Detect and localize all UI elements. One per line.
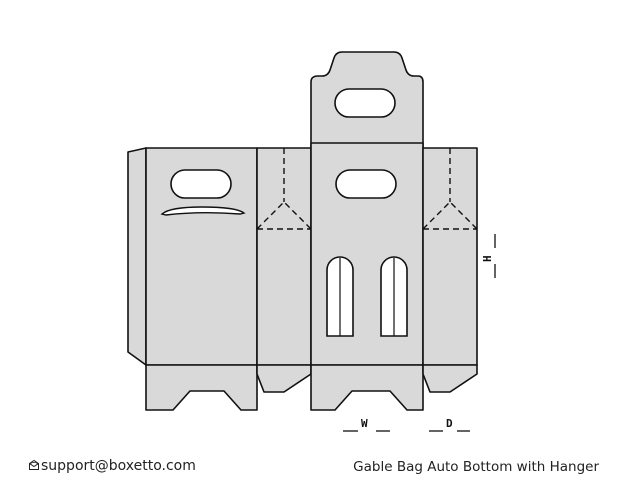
envelope-icon: [29, 459, 39, 470]
diagram-title: Gable Bag Auto Bottom with Hanger: [353, 459, 599, 475]
left-gusset-fold-triangle: [256, 201, 312, 230]
handle-crease-slit: [160, 206, 246, 216]
right-gusset-panel: [422, 147, 478, 366]
bottom-flap-back: [310, 364, 424, 411]
right-gusset-fold-triangle: [422, 201, 478, 230]
support-email: support@boxetto.com: [28, 458, 196, 474]
depth-dim-label: D: [446, 417, 453, 430]
back-handle-hole: [335, 169, 397, 199]
width-dim-label: W: [361, 417, 368, 430]
bottom-flap-front: [145, 364, 258, 411]
glue-flap: [127, 147, 147, 366]
height-dim-label: H: [481, 255, 494, 262]
bottom-flap-right-gusset: [422, 364, 478, 393]
hanger-hole: [334, 88, 396, 118]
front-handle-hole: [170, 169, 232, 199]
bottom-flap-left-gusset: [256, 364, 312, 393]
left-gusset-panel: [256, 147, 312, 366]
support-email-text: support@boxetto.com: [41, 458, 196, 474]
